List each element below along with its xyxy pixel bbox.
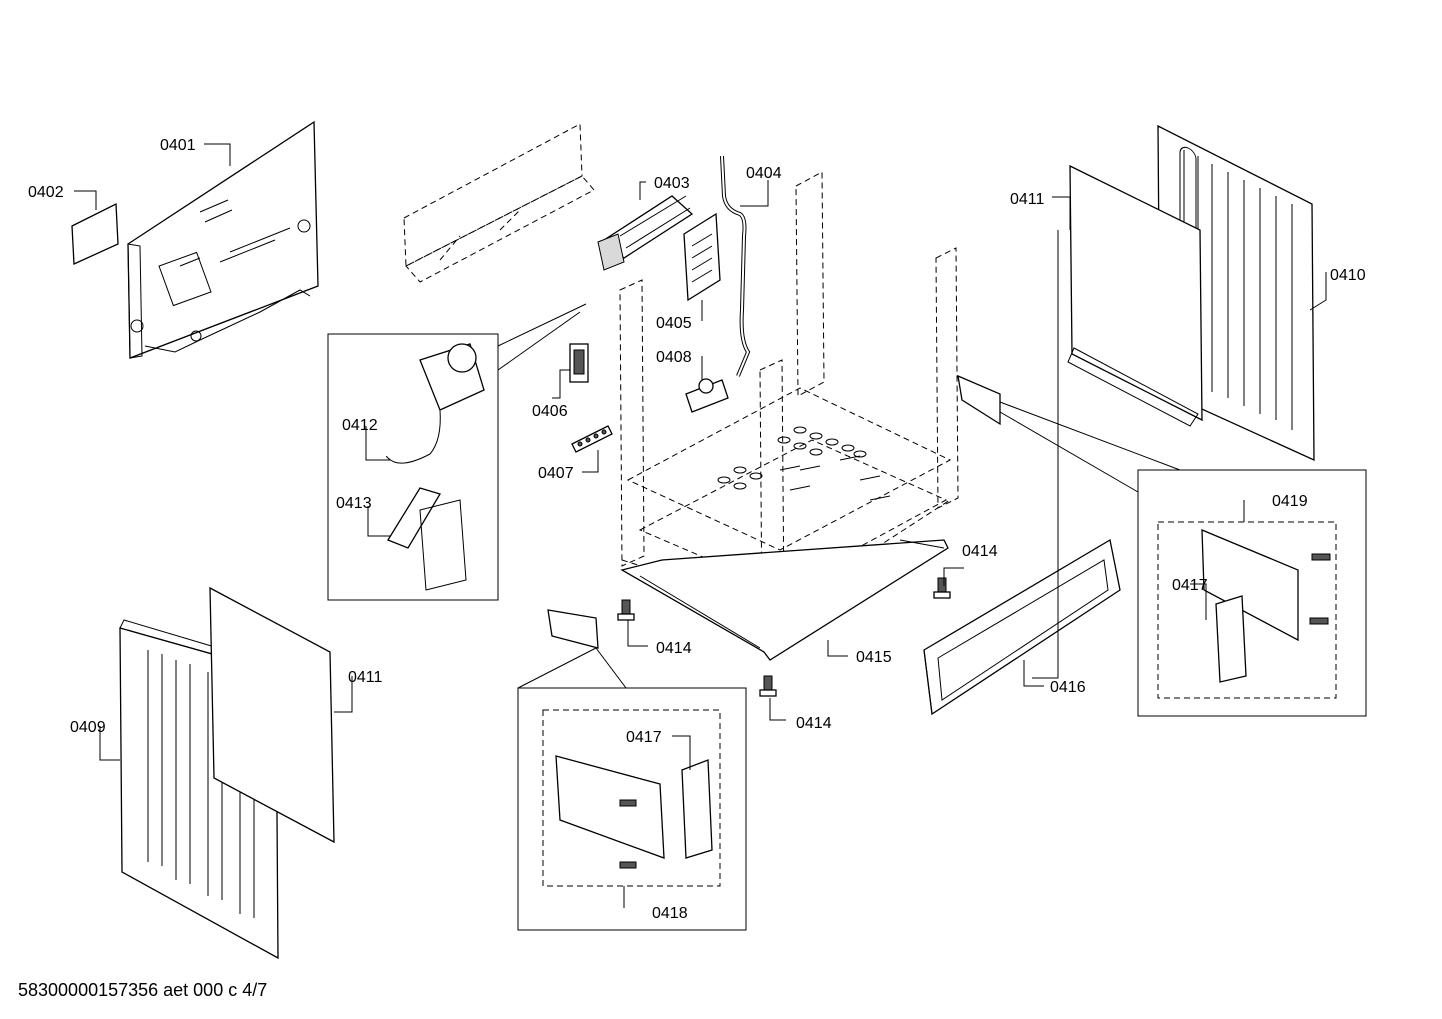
- hinge-bracket-right: [957, 374, 1001, 426]
- switch-0406: [569, 343, 589, 383]
- label-0416: 0416: [1050, 679, 1086, 696]
- side-panel-0411-left: [209, 586, 335, 844]
- screw-0414-c: [759, 675, 777, 697]
- label-0405: 0405: [656, 315, 692, 332]
- hinge-bracket-left: [547, 609, 599, 649]
- igniter-assembly: [385, 343, 485, 591]
- label-0413: 0413: [336, 495, 372, 512]
- terminal-block-0407: [571, 425, 613, 453]
- label-0411-right: 0411: [1010, 191, 1045, 208]
- label-0404: 0404: [746, 165, 782, 182]
- label-0417-left: 0417: [626, 729, 662, 746]
- control-board-0405: [683, 212, 721, 302]
- hinge-right-detail: [1201, 529, 1331, 683]
- label-0414-a: 0414: [962, 543, 998, 560]
- label-0408: 0408: [656, 349, 692, 366]
- screw-0414-b: [617, 599, 635, 621]
- rear-bracket-outline: [403, 123, 595, 283]
- label-0412: 0412: [342, 417, 378, 434]
- label-0415: 0415: [856, 649, 892, 666]
- rear-panel-0401: [127, 120, 319, 359]
- label-0419: 0419: [1272, 493, 1308, 510]
- label-0414-c: 0414: [796, 715, 832, 732]
- label-0410: 0410: [1330, 267, 1366, 284]
- kick-plate-0416: [923, 538, 1121, 716]
- leader-lines: [74, 143, 1327, 908]
- side-panel-0411-right: [1067, 164, 1203, 427]
- vent-slots: [717, 426, 867, 490]
- base-tray-0415: [620, 539, 949, 661]
- hinge-left-detail: [555, 755, 713, 869]
- label-0414-b: 0414: [656, 640, 692, 657]
- tangential-fan-0403: [597, 195, 694, 271]
- detail-box-igniter: [327, 333, 499, 601]
- document-code: 58300000157356 aet 000 c 4/7: [18, 980, 268, 1000]
- label-0409: 0409: [70, 719, 106, 736]
- screw-0414-a: [933, 577, 951, 599]
- label-0417-right: 0417: [1172, 577, 1208, 594]
- label-0402: 0402: [28, 184, 64, 201]
- part-labels: 0401 0402 0403 0404 0405 0406 0407 0408 …: [28, 137, 1366, 922]
- label-0406: 0406: [532, 403, 568, 420]
- gas-pipe-0404: [720, 155, 751, 377]
- label-0418: 0418: [652, 905, 688, 922]
- label-0407: 0407: [538, 465, 574, 482]
- label-0401: 0401: [160, 137, 196, 154]
- label-0403: 0403: [654, 175, 690, 192]
- valve-0408: [685, 378, 729, 413]
- detail-box-hinge-right: [1137, 469, 1367, 717]
- detail-box-hinge-left: [517, 687, 747, 931]
- label-0411-left: 0411: [348, 669, 383, 686]
- cover-plate-0402: [71, 202, 119, 265]
